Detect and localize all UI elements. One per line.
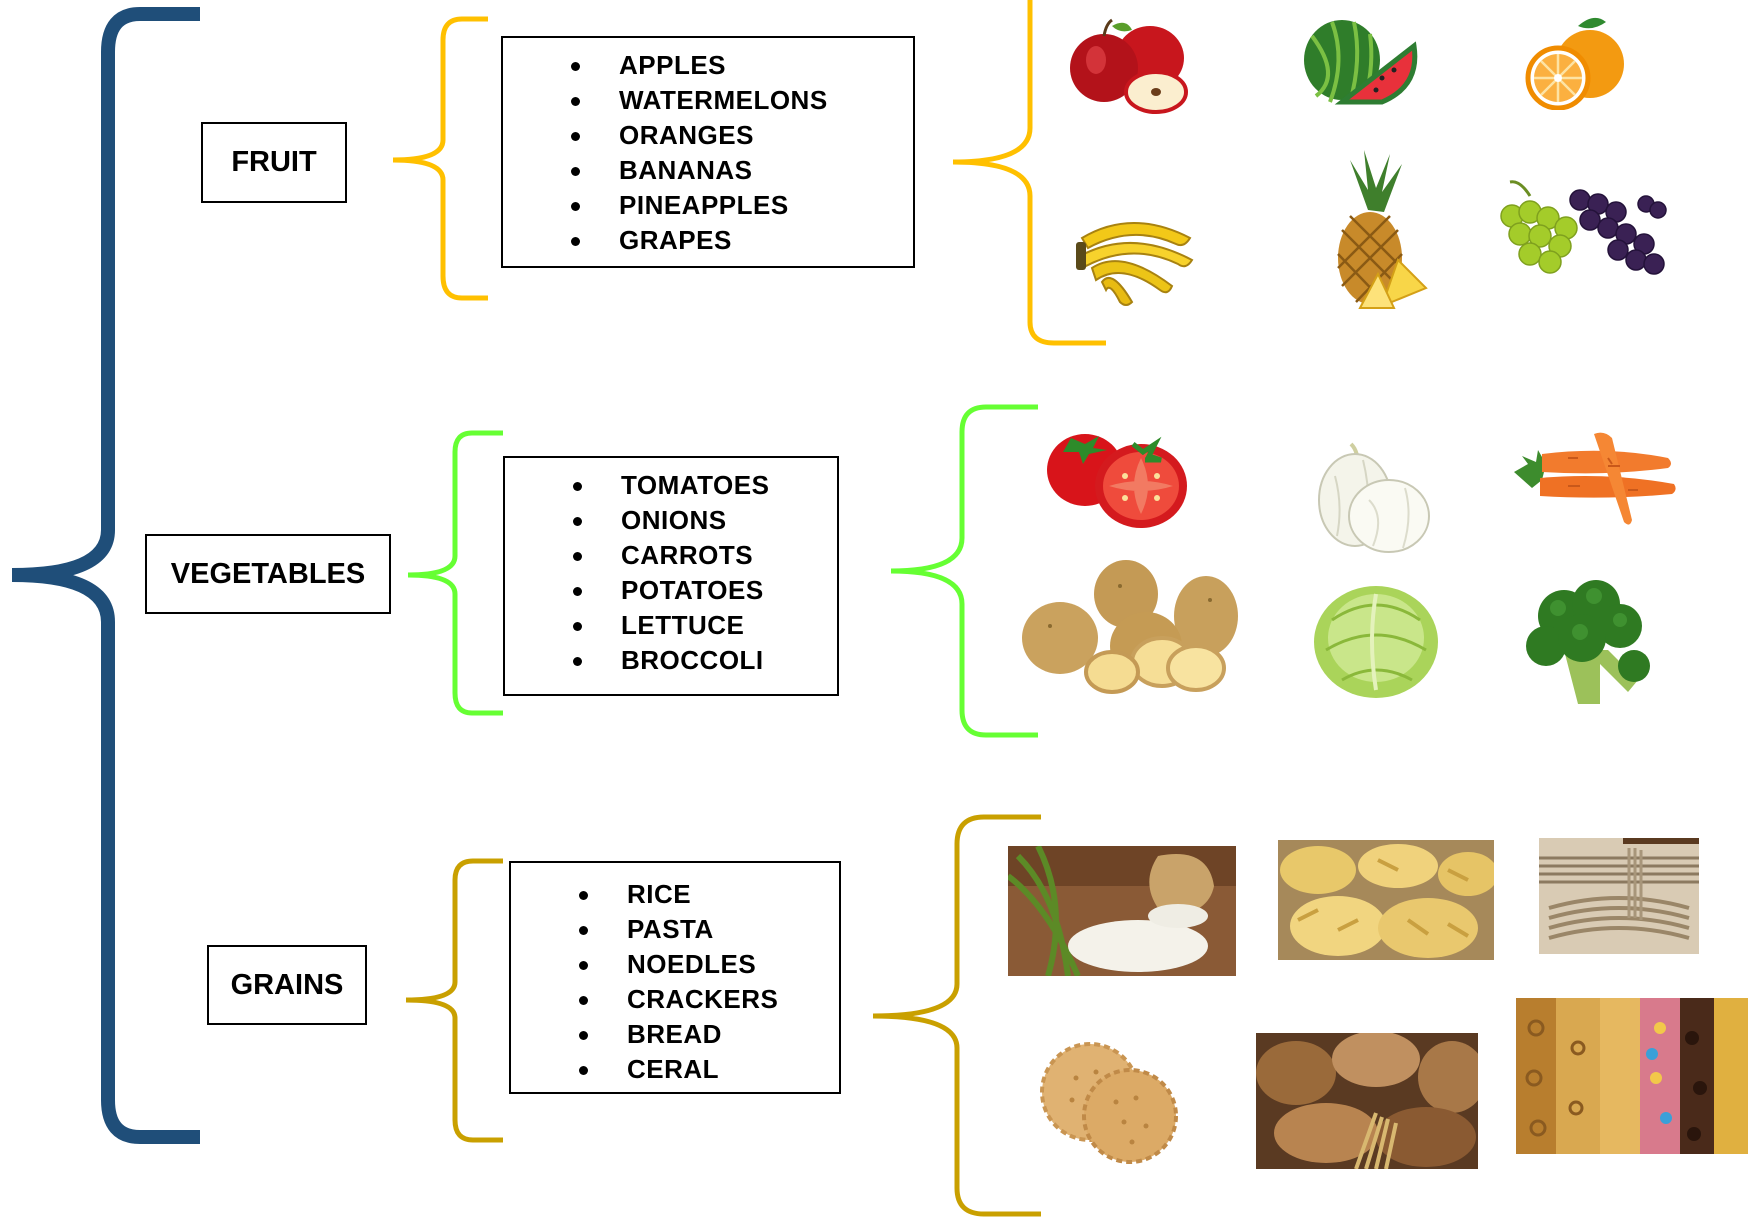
bullet-icon bbox=[579, 961, 588, 970]
category-fruit: FRUIT bbox=[201, 122, 347, 203]
category-title: VEGETABLES bbox=[170, 557, 366, 590]
bullet-icon bbox=[579, 926, 588, 935]
category-title: FRUIT bbox=[231, 146, 317, 178]
bullet-icon bbox=[573, 517, 582, 526]
bullet-icon bbox=[571, 132, 580, 141]
category-vegetables: VEGETABLES bbox=[145, 534, 391, 614]
bullet-icon bbox=[571, 62, 580, 71]
broccoli-icon bbox=[1524, 580, 1654, 712]
watermelon-icon bbox=[1302, 16, 1422, 108]
vegetables-left-brace bbox=[407, 430, 503, 716]
cereal-photo bbox=[1516, 998, 1748, 1154]
pineapple-icon bbox=[1320, 150, 1428, 310]
fruit-list-box: APPLES WATERMELONS ORANGES BANANAS PINEA… bbox=[501, 36, 915, 268]
bullet-icon bbox=[579, 891, 588, 900]
grapes-icon bbox=[1490, 176, 1670, 286]
crackers-photo bbox=[1036, 1038, 1182, 1166]
category-grains: GRAINS bbox=[207, 945, 367, 1025]
vegetables-right-brace bbox=[890, 404, 1038, 738]
fruit-left-brace bbox=[392, 16, 488, 301]
bullet-icon bbox=[579, 1066, 588, 1075]
bullet-icon bbox=[579, 996, 588, 1005]
bullet-icon bbox=[571, 237, 580, 246]
bullet-icon bbox=[573, 587, 582, 596]
tomato-icon bbox=[1045, 424, 1191, 532]
rice-photo bbox=[1008, 846, 1236, 976]
category-title: GRAINS bbox=[230, 968, 344, 1001]
pasta-photo bbox=[1278, 840, 1494, 960]
potato-icon bbox=[1020, 556, 1238, 696]
bread-photo bbox=[1256, 1033, 1478, 1169]
lettuce-icon bbox=[1312, 580, 1442, 700]
bullet-icon bbox=[573, 552, 582, 561]
bullet-icon bbox=[571, 167, 580, 176]
carrot-icon bbox=[1508, 428, 1680, 532]
vegetables-list-box: TOMATOES ONIONS CARROTS POTATOES LETTUCE… bbox=[503, 456, 839, 696]
bullet-icon bbox=[571, 97, 580, 106]
fruit-right-brace bbox=[952, 0, 1106, 346]
orange-icon bbox=[1522, 12, 1634, 110]
grains-right-brace bbox=[872, 814, 1041, 1217]
bullet-icon bbox=[579, 1031, 588, 1040]
grains-left-brace bbox=[405, 858, 503, 1143]
bullet-icon bbox=[573, 657, 582, 666]
bullet-icon bbox=[573, 482, 582, 491]
bullet-icon bbox=[571, 202, 580, 211]
noodles-photo bbox=[1539, 838, 1699, 954]
onion-icon bbox=[1313, 436, 1433, 556]
main-brace bbox=[11, 6, 200, 1144]
apple-icon bbox=[1068, 16, 1198, 114]
grains-list-box: RICE PASTA NOEDLES CRACKERS BREAD CERAL bbox=[509, 861, 841, 1094]
banana-icon bbox=[1072, 198, 1202, 308]
bullet-icon bbox=[573, 622, 582, 631]
